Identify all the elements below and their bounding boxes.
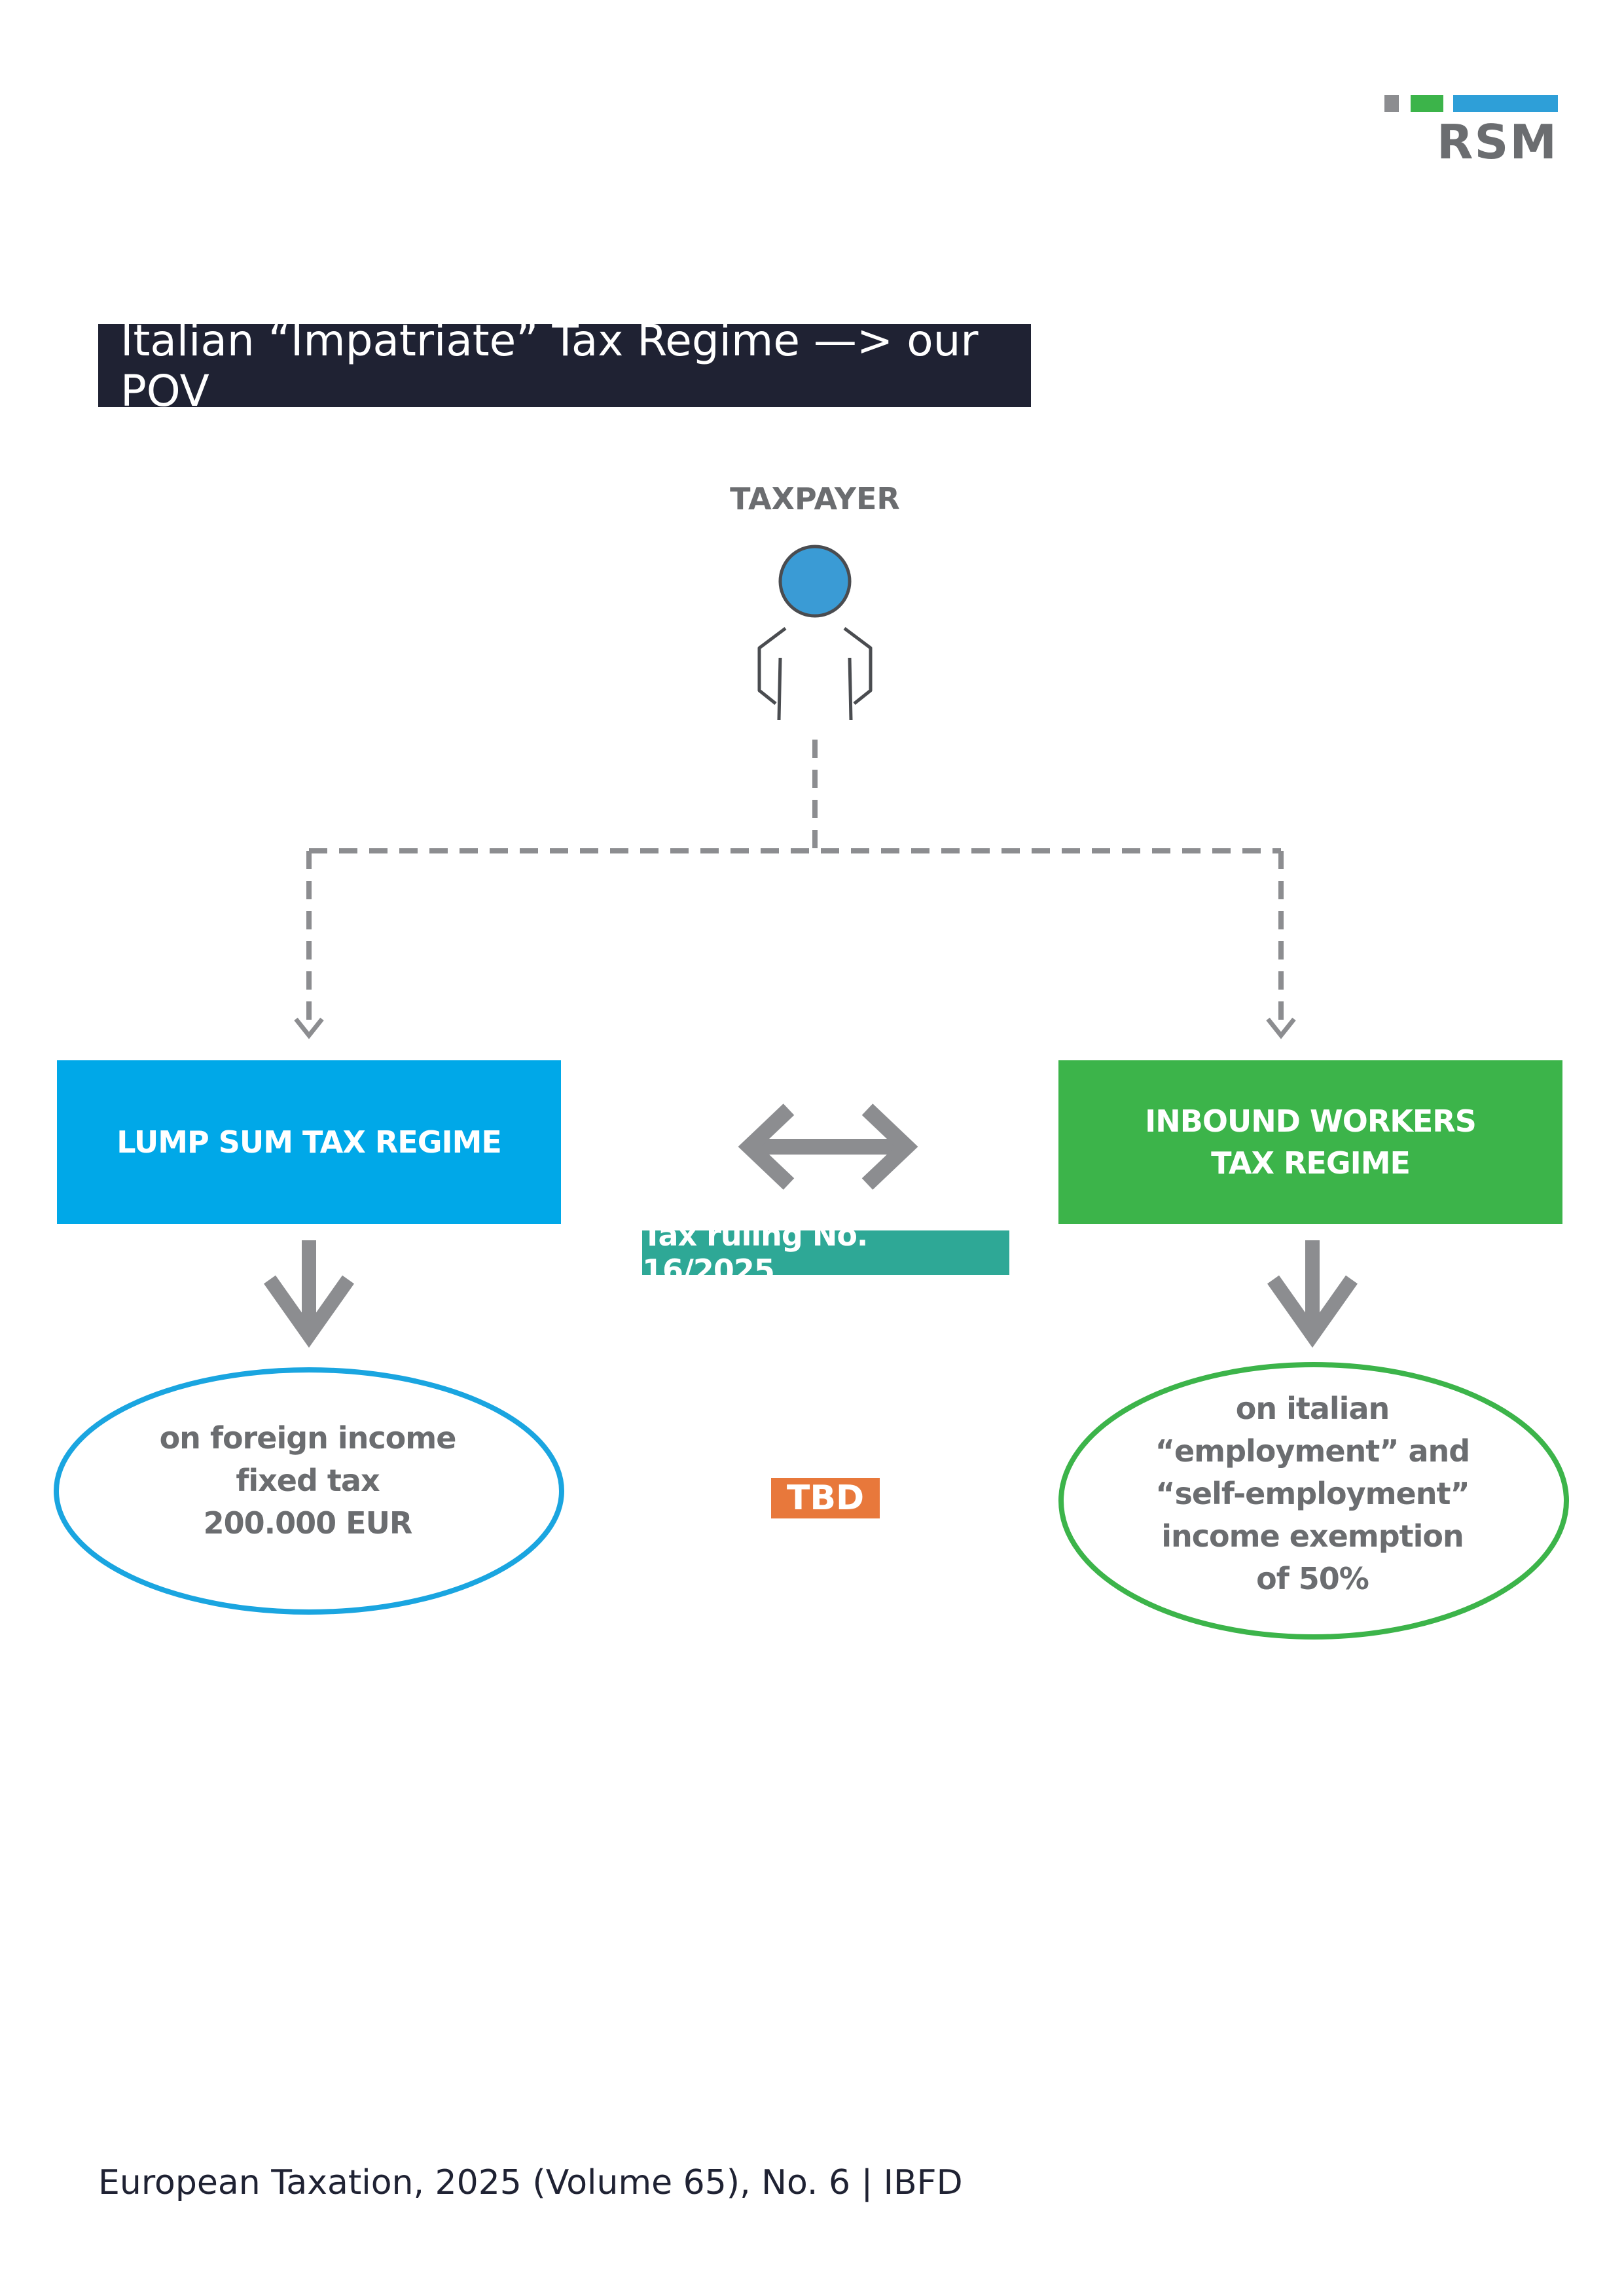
taxpayer-label: TAXPAYER — [730, 481, 900, 516]
lump-sum-regime-label: LUMP SUM TAX REGIME — [117, 1124, 502, 1160]
lump-sum-outcome-text: on foreign income fixed tax 200.000 EUR — [98, 1417, 517, 1545]
dashed-connector — [306, 740, 1284, 1028]
down-arrow-right-icon — [1267, 1240, 1358, 1348]
lump-sum-outcome-line: 200.000 EUR — [203, 1505, 413, 1541]
inbound-outcome-line: “self-employment” — [1155, 1476, 1470, 1511]
rsm-logo: RSM — [1384, 95, 1558, 173]
dashed-arrowheads — [294, 1017, 1296, 1039]
footer-citation: European Taxation, 2025 (Volume 65), No.… — [98, 2163, 963, 2202]
inbound-regime-label-line: INBOUND WORKERS — [1145, 1103, 1477, 1139]
double-arrow-icon — [738, 1103, 918, 1190]
inbound-outcome-text: on italian “employment” and “self-employ… — [1100, 1388, 1525, 1600]
lump-sum-outcome-line: fixed tax — [236, 1463, 380, 1498]
logo-bar-gray — [1384, 95, 1399, 112]
page-title: Italian “Impatriate” Tax Regime —> our P… — [98, 315, 1031, 416]
logo-bar-blue — [1453, 95, 1558, 112]
tbd-badge: TBD — [771, 1478, 880, 1518]
lump-sum-outcome-line: on foreign income — [159, 1420, 457, 1456]
inbound-outcome-line: “employment” and — [1155, 1433, 1470, 1469]
logo-text: RSM — [1437, 115, 1558, 170]
ellipse-lump-outcome — [54, 1367, 564, 1615]
inbound-regime-label-line: TAX REGIME — [1211, 1145, 1411, 1181]
inbound-outcome-line: on italian — [1235, 1391, 1390, 1426]
ellipse-inbound-outcome — [1058, 1362, 1569, 1640]
down-arrow-left-icon — [264, 1240, 354, 1348]
inbound-workers-regime-box: INBOUND WORKERS TAX REGIME — [1058, 1060, 1562, 1224]
inbound-outcome-line: income exemption — [1161, 1518, 1464, 1554]
inbound-outcome-line: of 50% — [1256, 1561, 1369, 1596]
tax-ruling-badge: Tax ruling No. 16/2025 — [642, 1217, 1009, 1288]
lump-sum-regime-box: LUMP SUM TAX REGIME — [57, 1060, 561, 1224]
person-icon — [757, 545, 873, 721]
logo-bar-green — [1411, 95, 1443, 112]
